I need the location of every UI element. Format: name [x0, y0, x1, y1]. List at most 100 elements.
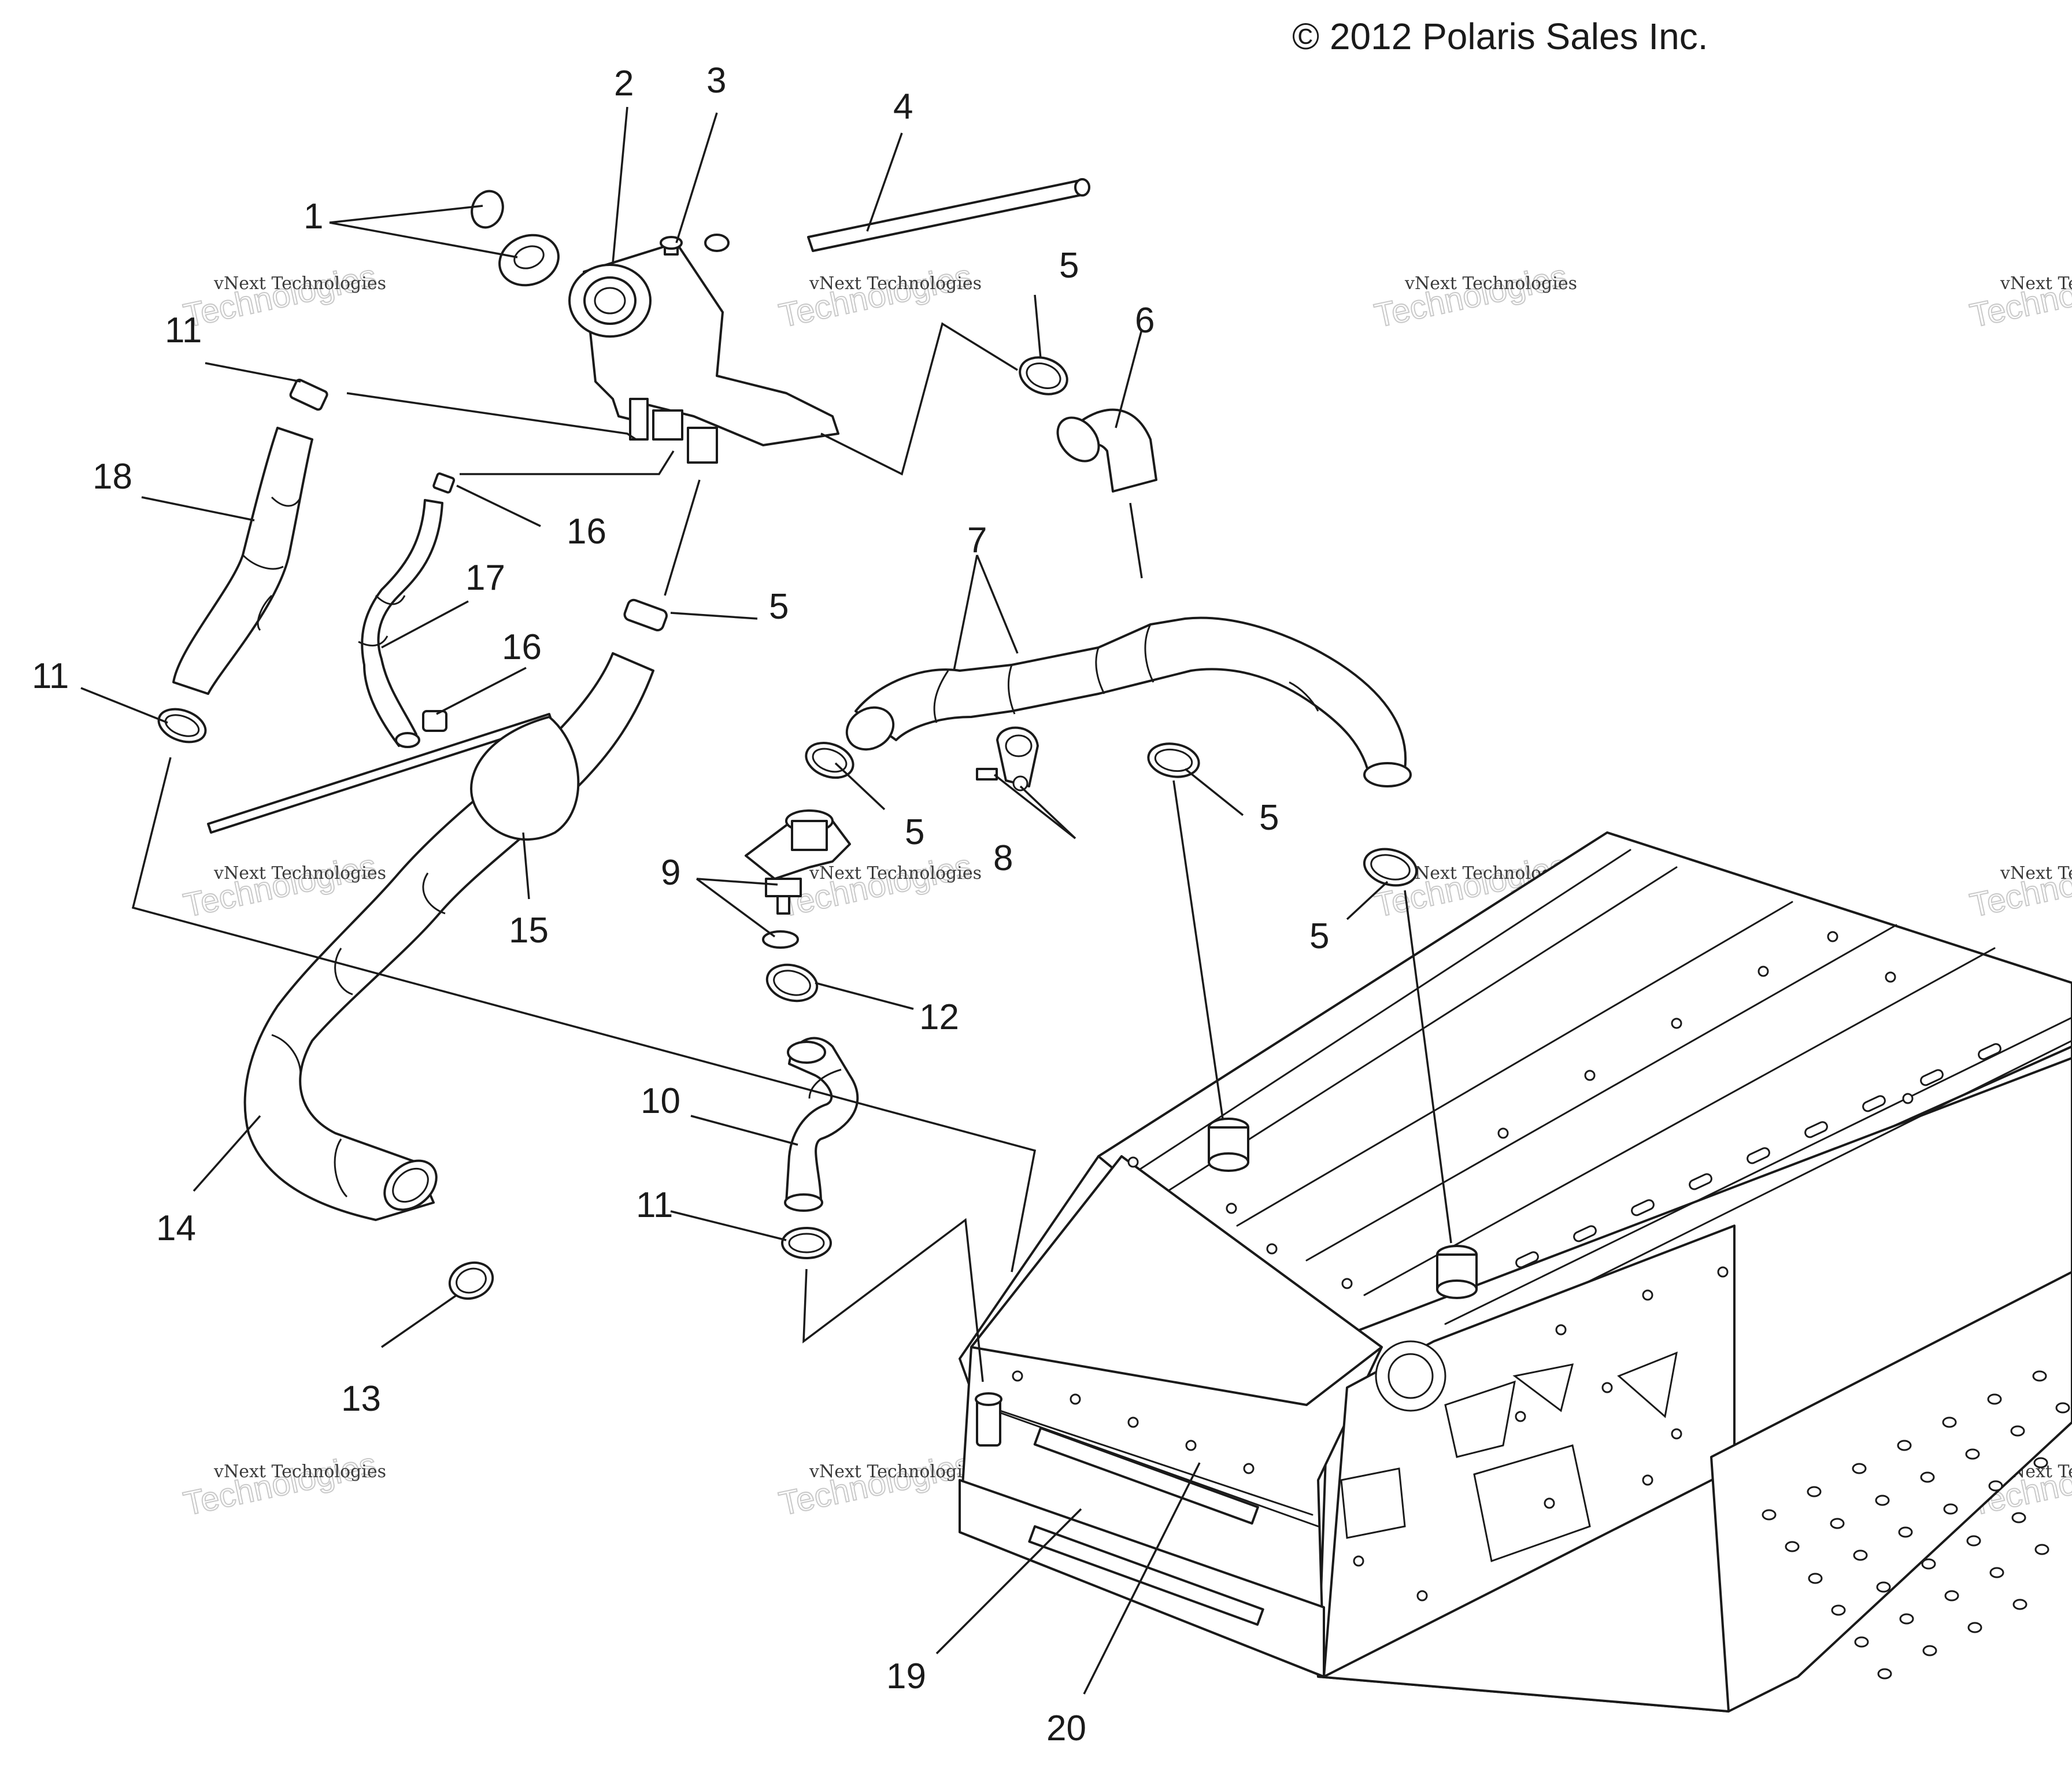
- part-7-radiator-hose: [845, 616, 1412, 787]
- watermark-large: Technologies: [1967, 257, 2072, 335]
- perforation-hole: [1920, 1471, 1935, 1483]
- part-4-overflow-tube: [807, 178, 1090, 252]
- fastener-dot: [1341, 1278, 1353, 1289]
- callout-1: 1: [304, 197, 323, 236]
- callout-15: 15: [509, 911, 549, 950]
- perforation-hole: [1988, 1480, 2003, 1492]
- perforation-hole: [2010, 1425, 2025, 1437]
- coolant-port-right: [1436, 1245, 1478, 1299]
- callout-5a: 5: [1059, 246, 1079, 286]
- callout-2: 2: [614, 64, 634, 103]
- perforation-hole: [1762, 1509, 1777, 1521]
- perforation-hole: [1989, 1567, 2004, 1578]
- watermark-small: vNext Technologies: [2000, 863, 2072, 883]
- part-20-bracket-pin: [975, 1392, 1002, 1447]
- fastener-dot: [1012, 1370, 1023, 1382]
- callout-19: 19: [886, 1656, 926, 1696]
- fastener-dot: [1497, 1127, 1509, 1139]
- fastener-dot: [1885, 971, 1896, 983]
- callout-5b: 5: [769, 587, 789, 627]
- watermark-small: vNext Technologies: [213, 1462, 386, 1482]
- fastener-dot: [1671, 1428, 1682, 1440]
- rail-notch: [1689, 1173, 1712, 1190]
- fastener-dot: [1416, 1590, 1428, 1602]
- rail-notch: [1920, 1069, 1944, 1086]
- callout-9: 9: [661, 853, 680, 893]
- callout-10: 10: [641, 1081, 680, 1121]
- callout-16b: 16: [502, 627, 542, 667]
- part-9-thermostat: [762, 878, 802, 949]
- fastener-dot: [1243, 1463, 1255, 1474]
- part-8-p-clip: [976, 726, 1039, 792]
- watermark-small: vNext Technologies: [1404, 273, 1577, 294]
- watermark-large: Technologies: [180, 257, 380, 335]
- watermark-large: Technologies: [1967, 847, 2072, 924]
- perforation-hole: [1876, 1581, 1891, 1593]
- rail-notch: [1804, 1121, 1828, 1138]
- callout-6: 6: [1135, 301, 1155, 341]
- part-11-clamp-left: [157, 708, 207, 744]
- fastener-dot: [1353, 1555, 1364, 1567]
- chassis-tunnel: [959, 831, 2072, 1713]
- leader-lines: [80, 106, 1452, 1695]
- perforation-hole: [1831, 1604, 1846, 1616]
- fastener-dot: [1671, 1018, 1682, 1029]
- fastener-dot: [1642, 1474, 1653, 1486]
- perforation-hole: [1987, 1393, 2002, 1405]
- fastener-dot: [1544, 1497, 1555, 1509]
- part-6-elbow-hose: [1056, 408, 1157, 493]
- fastener-dot: [1555, 1324, 1567, 1336]
- perforation-hole: [2012, 1599, 2027, 1610]
- fastener-dot: [1226, 1203, 1237, 1214]
- part-5-clamp-a: [1019, 356, 1068, 395]
- watermark-large: Technologies: [1371, 257, 1571, 335]
- fastener-dot: [1266, 1243, 1278, 1255]
- fastener-dot: [1902, 1093, 1914, 1104]
- part-10-bypass-hose: [784, 1037, 859, 1212]
- callout-14: 14: [156, 1208, 196, 1248]
- callout-11b: 11: [32, 656, 69, 696]
- part-5-clamp-b: [623, 598, 668, 631]
- callout-16a: 16: [567, 512, 606, 552]
- callout-11c: 11: [165, 310, 202, 350]
- perforation-hole: [2034, 1544, 2049, 1555]
- watermark-small: vNext Technologies: [809, 1462, 982, 1482]
- perforation-hole: [1966, 1535, 1981, 1547]
- fastener-dot: [1515, 1411, 1526, 1422]
- watermark-large: Technologies: [180, 847, 380, 924]
- perforation-hole: [2011, 1512, 2026, 1523]
- part-17-vent-hose: [358, 499, 443, 748]
- part-2-coolant-bottle: [568, 234, 839, 464]
- callout-5c: 5: [905, 812, 924, 852]
- perforation-hole: [1944, 1590, 1959, 1602]
- fastener-dot: [1827, 931, 1838, 942]
- perforation-hole: [1942, 1416, 1957, 1428]
- rail-notch: [1978, 1043, 2001, 1060]
- part-18-hose: [172, 427, 313, 695]
- copyright-text: © 2012 Polaris Sales Inc.: [1292, 16, 1708, 57]
- running-board-perforations: [1762, 1370, 2070, 1680]
- part-1-pressure-cap: [471, 190, 560, 287]
- rail-notch: [1862, 1095, 1886, 1112]
- watermark-small: vNext Technologies: [809, 863, 982, 883]
- perforation-hole: [2033, 1457, 2048, 1469]
- perforation-hole: [1830, 1518, 1845, 1529]
- part-11-clamp-bottom: [781, 1227, 832, 1259]
- callout-labels: 1 2 3 4 5 6 7 8 9 10 11 12 13 14 15 16 1…: [32, 61, 1329, 1748]
- perforation-hole: [1898, 1526, 1913, 1538]
- perforation-hole: [1967, 1622, 1982, 1633]
- watermark-large: Technologies: [776, 257, 975, 335]
- callout-5e: 5: [1309, 916, 1329, 956]
- callout-17: 17: [465, 558, 505, 598]
- fastener-dot: [1185, 1440, 1197, 1451]
- perforation-hole: [1943, 1503, 1958, 1515]
- perforation-hole: [1899, 1613, 1914, 1625]
- callout-12: 12: [919, 997, 959, 1037]
- perforation-hole: [1853, 1549, 1868, 1561]
- watermark-small: vNext Technologies: [213, 863, 386, 883]
